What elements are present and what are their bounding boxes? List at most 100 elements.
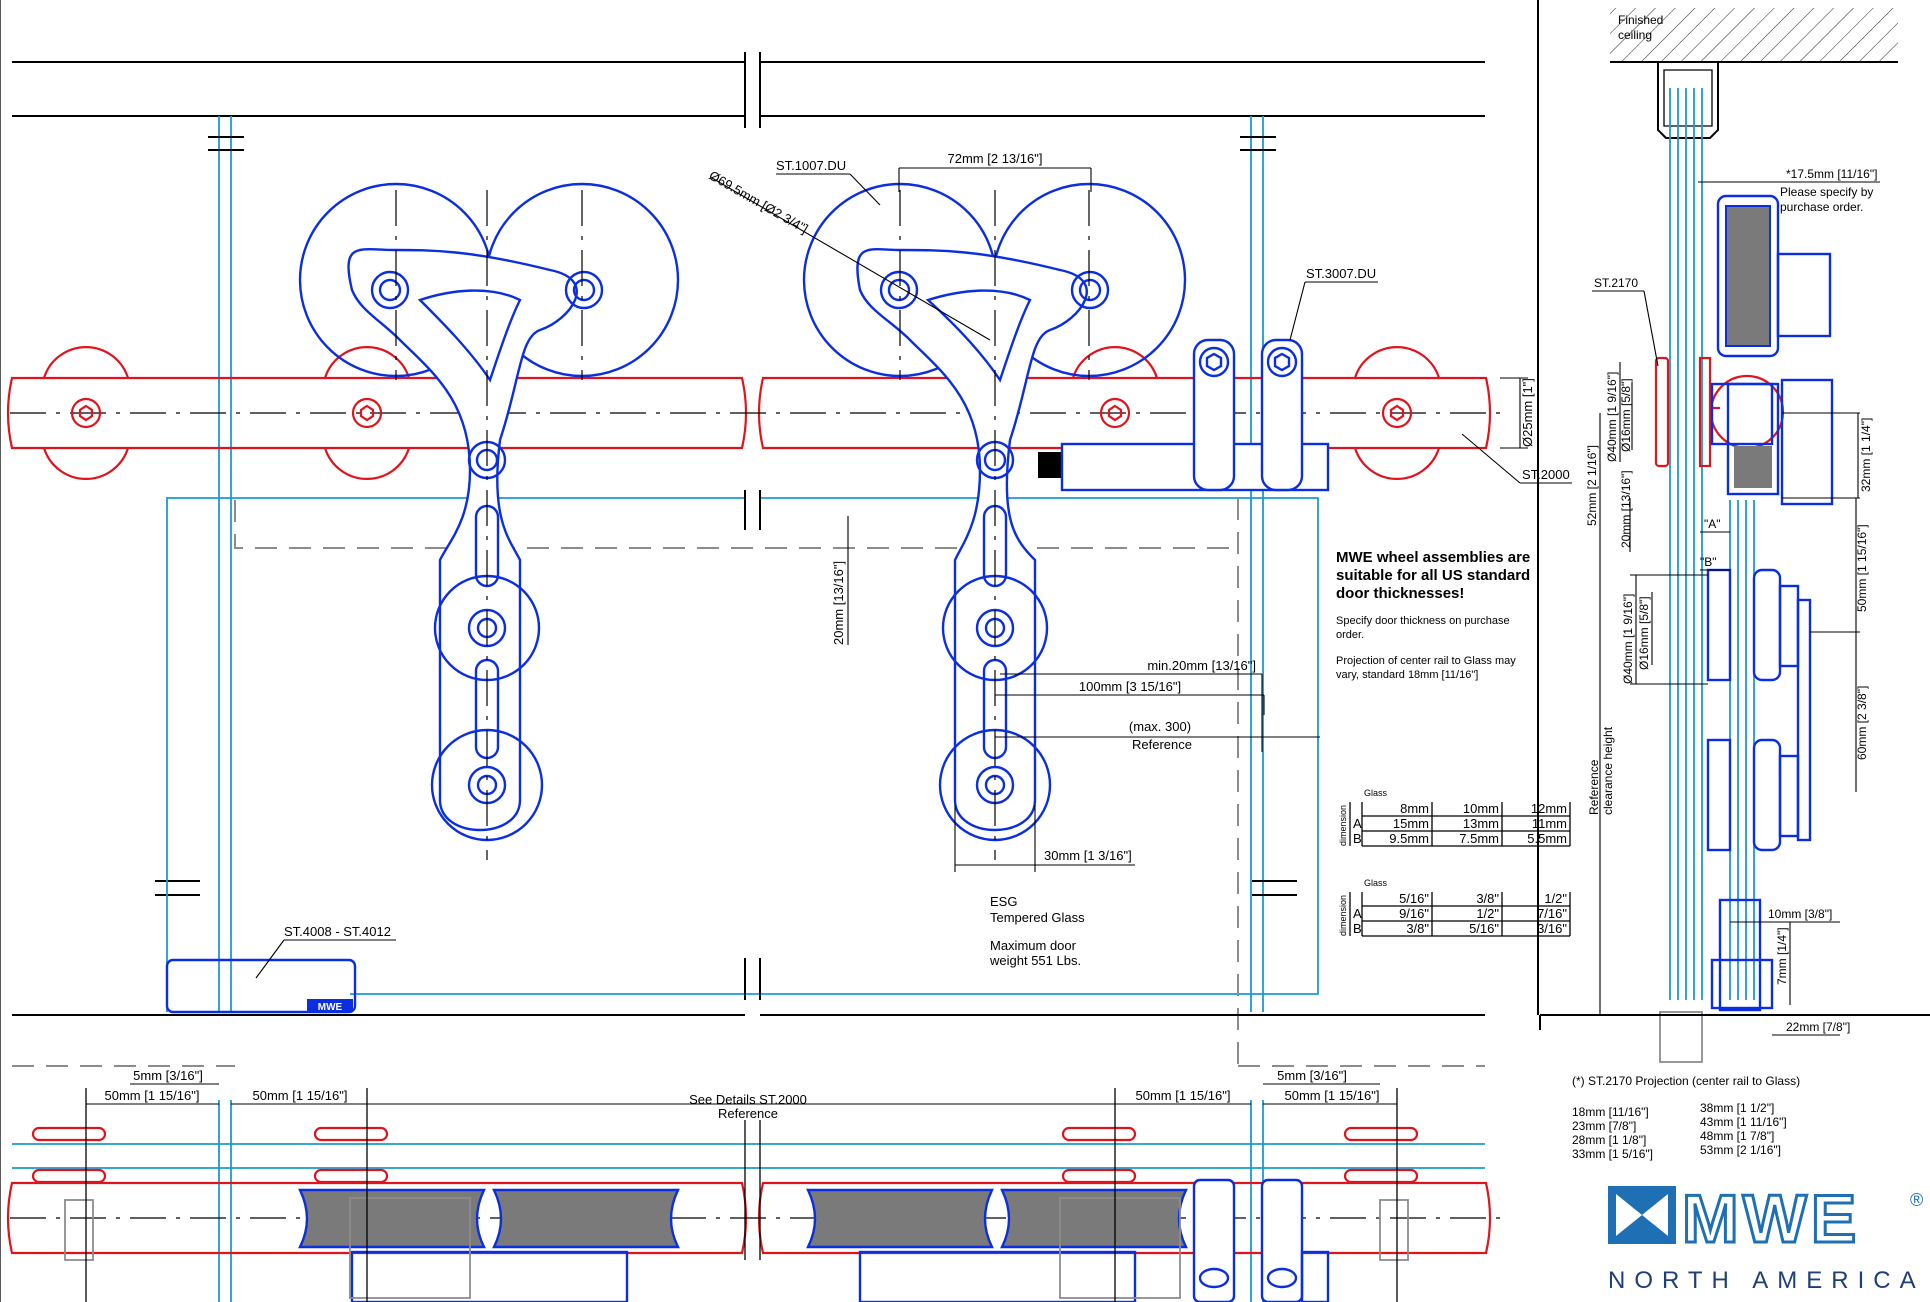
wheel-assembly-right bbox=[802, 182, 1187, 860]
logo-letters: MWE bbox=[1682, 1181, 1860, 1257]
label-dim-50-c: 50mm [1 15/16"] bbox=[1136, 1088, 1231, 1103]
label-dim-min20: min.20mm [13/16"] bbox=[1147, 658, 1256, 673]
table-imperial-row-key: A bbox=[1353, 906, 1362, 921]
label-st1007: ST.1007.DU bbox=[776, 158, 846, 173]
stopper-st3007 bbox=[1060, 338, 1330, 492]
mwe-logo: MWE ® NORTH AMERICA bbox=[1608, 1180, 1925, 1294]
table-imperial-cell: 7/16" bbox=[1537, 906, 1567, 921]
projection-list: (*) ST.2170 Projection (center rail to G… bbox=[1572, 1074, 1800, 1161]
projection-item: 23mm [7/8"] bbox=[1572, 1119, 1636, 1133]
label-dim-20-side: 20mm [13/16"] bbox=[1619, 470, 1633, 548]
label-see-details: See Details ST.2000 bbox=[689, 1092, 807, 1107]
note-projection-1: Projection of center rail to Glass may bbox=[1336, 655, 1516, 667]
plan-view bbox=[6, 1088, 1500, 1302]
plan-wheel bbox=[806, 1188, 994, 1249]
reference-door-outline bbox=[12, 498, 1485, 1067]
label-dim-50-side: 50mm [1 15/16"] bbox=[1855, 524, 1869, 612]
label-dim-5mm-left: 5mm [3/16"] bbox=[133, 1068, 203, 1083]
label-dim-40-top: Ø40mm [1 9/16"] bbox=[1605, 372, 1619, 462]
label-dim-5mm-right: 5mm [3/16"] bbox=[1277, 1068, 1347, 1083]
table-metric-cell: 11mm bbox=[1532, 816, 1567, 831]
label-dim-10: 10mm [3/8"] bbox=[1768, 907, 1832, 921]
table-metric-cell: 13mm bbox=[1463, 816, 1499, 831]
label-dim-22: 22mm [7/8"] bbox=[1786, 1020, 1850, 1034]
label-st3007: ST.3007.DU bbox=[1306, 266, 1376, 281]
table-metric-header: 12mm bbox=[1531, 801, 1567, 816]
table-imperial-header: 5/16" bbox=[1399, 891, 1429, 906]
floor-guide-st4008: MWE bbox=[165, 958, 357, 1014]
label-st2170: ST.2170 bbox=[1594, 276, 1638, 290]
label-dim-A: "A" bbox=[1704, 517, 1721, 531]
table-metric-cell: 15mm bbox=[1393, 816, 1429, 831]
plan-wheel bbox=[1000, 1188, 1188, 1249]
table-metric-header: 8mm bbox=[1400, 801, 1429, 816]
label-dim-17-5: *17.5mm [11/16"] bbox=[1786, 167, 1877, 181]
table-imperial-cell: 9/16" bbox=[1399, 906, 1429, 921]
projection-item: 53mm [2 1/16"] bbox=[1700, 1143, 1781, 1157]
label-ref-clearance-1: Reference bbox=[1587, 759, 1601, 815]
label-finished-ceiling-2: ceiling bbox=[1618, 28, 1652, 42]
projection-item: 43mm [1 11/16"] bbox=[1700, 1115, 1787, 1129]
table-imperial-glass-label: Glass bbox=[1364, 878, 1388, 888]
door-glass-outline bbox=[166, 490, 1319, 1012]
table-imperial-cell: 5/16" bbox=[1469, 921, 1499, 936]
label-esg: ESG bbox=[990, 894, 1017, 909]
side-dimensions: *17.5mm [11/16"] Please specify by purch… bbox=[1585, 167, 1880, 1036]
label-dim-32: 32mm [1 1/4"] bbox=[1859, 418, 1873, 492]
table-metric-cell: 7.5mm bbox=[1459, 831, 1499, 846]
projection-item: 18mm [11/16"] bbox=[1572, 1105, 1649, 1119]
plan-wheel bbox=[298, 1188, 486, 1249]
note-headline-3: door thicknesses! bbox=[1336, 585, 1464, 602]
note-specify-2: order. bbox=[1336, 629, 1364, 641]
label-dim-52: 52mm [2 1/16"] bbox=[1585, 445, 1599, 526]
note-projection-2: vary, standard 18mm [11/16"] bbox=[1336, 669, 1478, 681]
label-dim-16-mid: Ø16mm [5/8"] bbox=[1637, 596, 1651, 670]
label-dim-25: Ø25mm [1"] bbox=[1520, 378, 1535, 447]
label-dim-100: 100mm [3 15/16"] bbox=[1079, 679, 1181, 694]
logo-tagline: NORTH AMERICA bbox=[1608, 1267, 1925, 1294]
label-dim-B: "B" bbox=[1700, 555, 1717, 569]
label-please-specify-1: Please specify by bbox=[1780, 185, 1873, 199]
label-dim-30: 30mm [1 3/16"] bbox=[1044, 848, 1132, 863]
label-dim-max300: (max. 300) bbox=[1129, 719, 1191, 734]
projection-item: 33mm [1 5/16"] bbox=[1572, 1147, 1653, 1161]
label-please-specify-2: purchase order. bbox=[1780, 200, 1863, 214]
table-metric-glass-label: Glass bbox=[1364, 788, 1388, 798]
projection-item: 48mm [1 7/8"] bbox=[1700, 1129, 1774, 1143]
table-imperial-dimension-label: dimension bbox=[1338, 895, 1348, 936]
label-dim-40-mid: Ø40mm [1 9/16"] bbox=[1621, 594, 1635, 684]
note-headline-2: suitable for all US standard bbox=[1336, 567, 1530, 584]
table-imperial-cell: 3/8" bbox=[1406, 921, 1429, 936]
mwe-badge: MWE bbox=[318, 1002, 343, 1013]
table-metric-row-key: B bbox=[1353, 831, 1362, 846]
projection-item: 28mm [1 1/8"] bbox=[1572, 1133, 1646, 1147]
ceiling-lines bbox=[12, 52, 1485, 128]
table-metric: Glass dimension 8mm 10mm 12mm A 15mm 13m… bbox=[1338, 788, 1571, 847]
label-see-details-ref: Reference bbox=[718, 1106, 778, 1121]
label-dim-20-vertical: 20mm [13/16"] bbox=[831, 561, 846, 645]
label-st4008: ST.4008 - ST.4012 bbox=[284, 924, 391, 939]
label-tempered: Tempered Glass bbox=[990, 910, 1085, 925]
label-dim-50-a: 50mm [1 15/16"] bbox=[105, 1088, 200, 1103]
table-metric-header: 10mm bbox=[1463, 801, 1499, 816]
label-max-door-1: Maximum door bbox=[990, 938, 1077, 953]
table-metric-row-key: A bbox=[1353, 816, 1362, 831]
plan-wheel bbox=[492, 1188, 680, 1249]
table-metric-cell: 5.5mm bbox=[1527, 831, 1567, 846]
table-imperial-row-key: B bbox=[1353, 921, 1362, 936]
label-finished-ceiling-1: Finished bbox=[1618, 13, 1663, 27]
label-st2000: ST.2000 bbox=[1522, 467, 1570, 482]
table-imperial: Glass dimension 5/16" 3/8" 1/2" A 9/16" … bbox=[1338, 878, 1571, 937]
label-dim-60: 60mm [2 3/8"] bbox=[1855, 686, 1869, 760]
table-imperial-header: 3/8" bbox=[1476, 891, 1499, 906]
label-dim-72: 72mm [2 13/16"] bbox=[948, 151, 1043, 166]
table-imperial-cell: 1/2" bbox=[1476, 906, 1499, 921]
label-dim-7: 7mm [1/4"] bbox=[1775, 927, 1789, 985]
side-section-view: Finished ceiling bbox=[1539, 8, 1930, 1063]
logo-registered: ® bbox=[1910, 1190, 1923, 1210]
note-headline-1: MWE wheel assemblies are bbox=[1336, 549, 1530, 566]
plan-dimensions: 5mm [3/16"] 50mm [1 15/16"] 50mm [1 15/1… bbox=[86, 1068, 1397, 1121]
compatibility-note: MWE wheel assemblies are suitable for al… bbox=[1336, 549, 1530, 681]
label-ref-clearance-2: clearance height bbox=[1601, 726, 1615, 815]
